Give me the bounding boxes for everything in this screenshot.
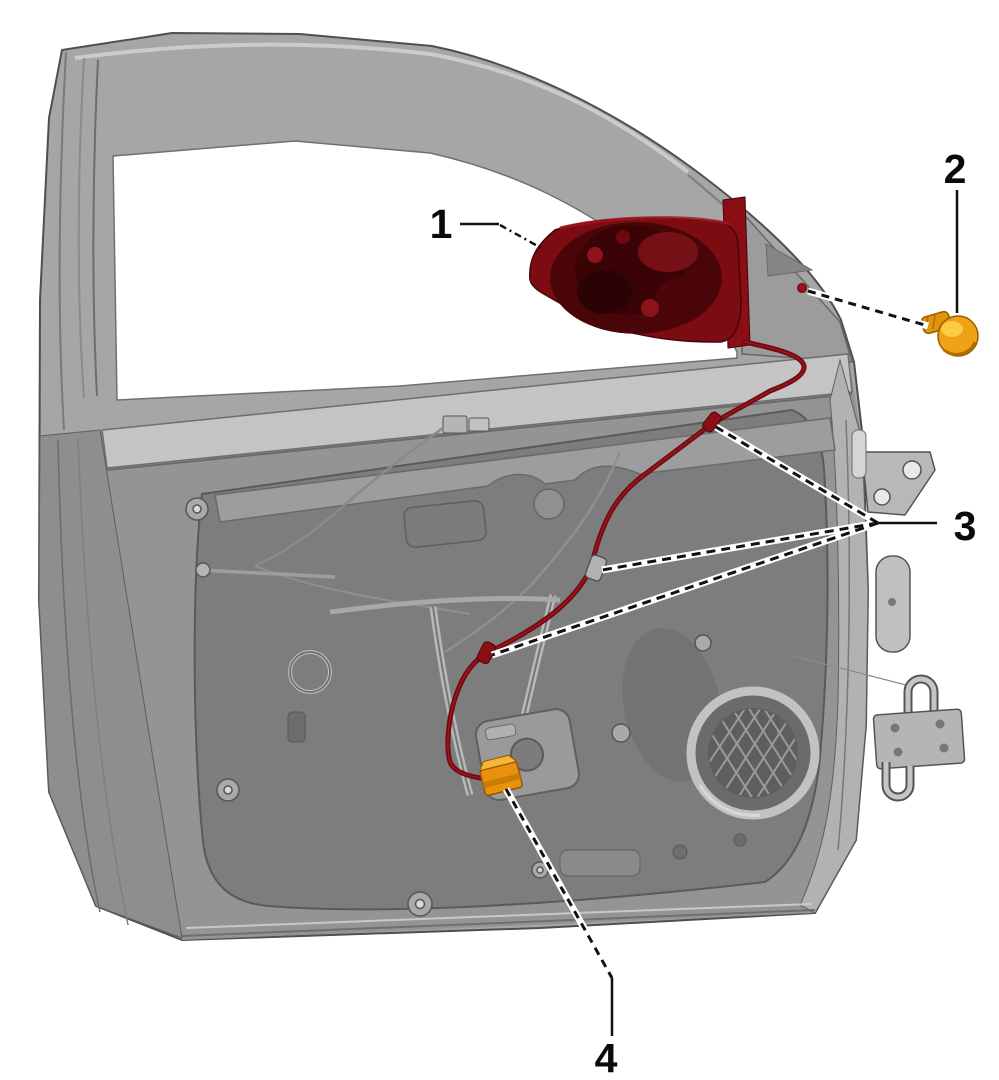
callout-2-label: 2 — [944, 146, 967, 192]
mirror-bolt-hole — [797, 283, 807, 293]
callout-3-leader-dash-c — [491, 521, 879, 657]
hinge-pin-lower-hl — [883, 762, 913, 800]
mirror-harness-connector — [478, 754, 523, 797]
lock-module-hole — [888, 598, 896, 606]
screw-mid — [611, 723, 631, 743]
hinge-plate — [872, 708, 966, 770]
upper-bracket — [861, 451, 936, 516]
leader-lines — [460, 190, 959, 1036]
callout-1-leader-dash — [499, 223, 544, 251]
gray-cable-2 — [444, 451, 622, 654]
hinge-hole — [893, 747, 903, 757]
mirror-glass — [550, 222, 722, 334]
a-pillar-seam-2 — [77, 57, 85, 399]
bracket-hole-2 — [873, 488, 891, 506]
rear-edge-band — [799, 358, 869, 914]
hinge-hole — [890, 723, 900, 733]
mirror-wiring-harness — [445, 339, 807, 782]
door-edge-hardware — [789, 429, 966, 802]
exterior-mirror — [529, 196, 751, 349]
callout-2-leader-dash — [807, 289, 929, 328]
front-edge-band — [38, 429, 183, 939]
frame-top-highlight — [74, 42, 690, 174]
bottom-ridge-light — [185, 903, 813, 929]
rim-screws — [185, 497, 549, 917]
small-hole-2 — [733, 833, 747, 847]
beltline-sill — [101, 353, 853, 469]
mirror-top-highlight — [559, 216, 731, 230]
gray-connector-b — [468, 417, 490, 432]
harness-clip-upper — [702, 411, 722, 433]
callout-4-label: 4 — [595, 1035, 618, 1080]
front-edge-seam-1 — [57, 439, 101, 913]
screw-right — [694, 634, 712, 652]
gray-cable-1 — [254, 426, 444, 568]
small-slot-1 — [287, 711, 306, 743]
hinge-hole — [939, 743, 949, 753]
torx-screw — [216, 778, 240, 802]
callout-3-leader-dash-a — [715, 425, 879, 525]
harness-cable-highlight — [446, 341, 805, 780]
torx-screw — [185, 497, 209, 521]
emboss-boss — [533, 488, 565, 520]
callout-3-label: 3 — [954, 503, 977, 549]
small-slot-2 — [559, 849, 641, 877]
regulator-crossbar — [329, 596, 561, 615]
gusset-triangle-emboss — [765, 243, 814, 277]
callout-4-leader-halo — [502, 787, 616, 980]
emboss-slot — [403, 500, 487, 548]
ring-hole-core — [289, 651, 331, 693]
hinge-leader-line — [789, 654, 907, 686]
mirror-mounting-bolt — [920, 310, 979, 357]
beltline-shadow — [106, 393, 853, 471]
hinge-pin-upper-hl — [905, 676, 937, 715]
rod-end-fitting — [195, 562, 211, 578]
small-hole-1 — [672, 844, 688, 860]
torx-screw — [407, 891, 433, 917]
a-pillar-seam-3 — [92, 59, 99, 397]
inner-cavity — [193, 408, 829, 911]
hinge-hole — [935, 719, 945, 729]
a-pillar-seam-1 — [58, 51, 67, 431]
mirror-corner-gusset — [739, 208, 854, 363]
emboss-strip — [214, 417, 836, 523]
bracket-hole-1 — [902, 460, 922, 480]
speaker-grille — [686, 686, 820, 820]
regulator-rod — [199, 568, 336, 579]
harness-clip-lower — [476, 641, 496, 665]
callout-1-label: 1 — [430, 201, 453, 247]
edge-tab — [851, 429, 867, 479]
rear-edge-seam — [837, 419, 851, 851]
bottom-ridge-dark — [181, 909, 816, 937]
callout-3-leader-dash-b — [601, 521, 879, 572]
front-edge-seam-2 — [77, 437, 129, 926]
gray-connector-a — [442, 415, 468, 434]
